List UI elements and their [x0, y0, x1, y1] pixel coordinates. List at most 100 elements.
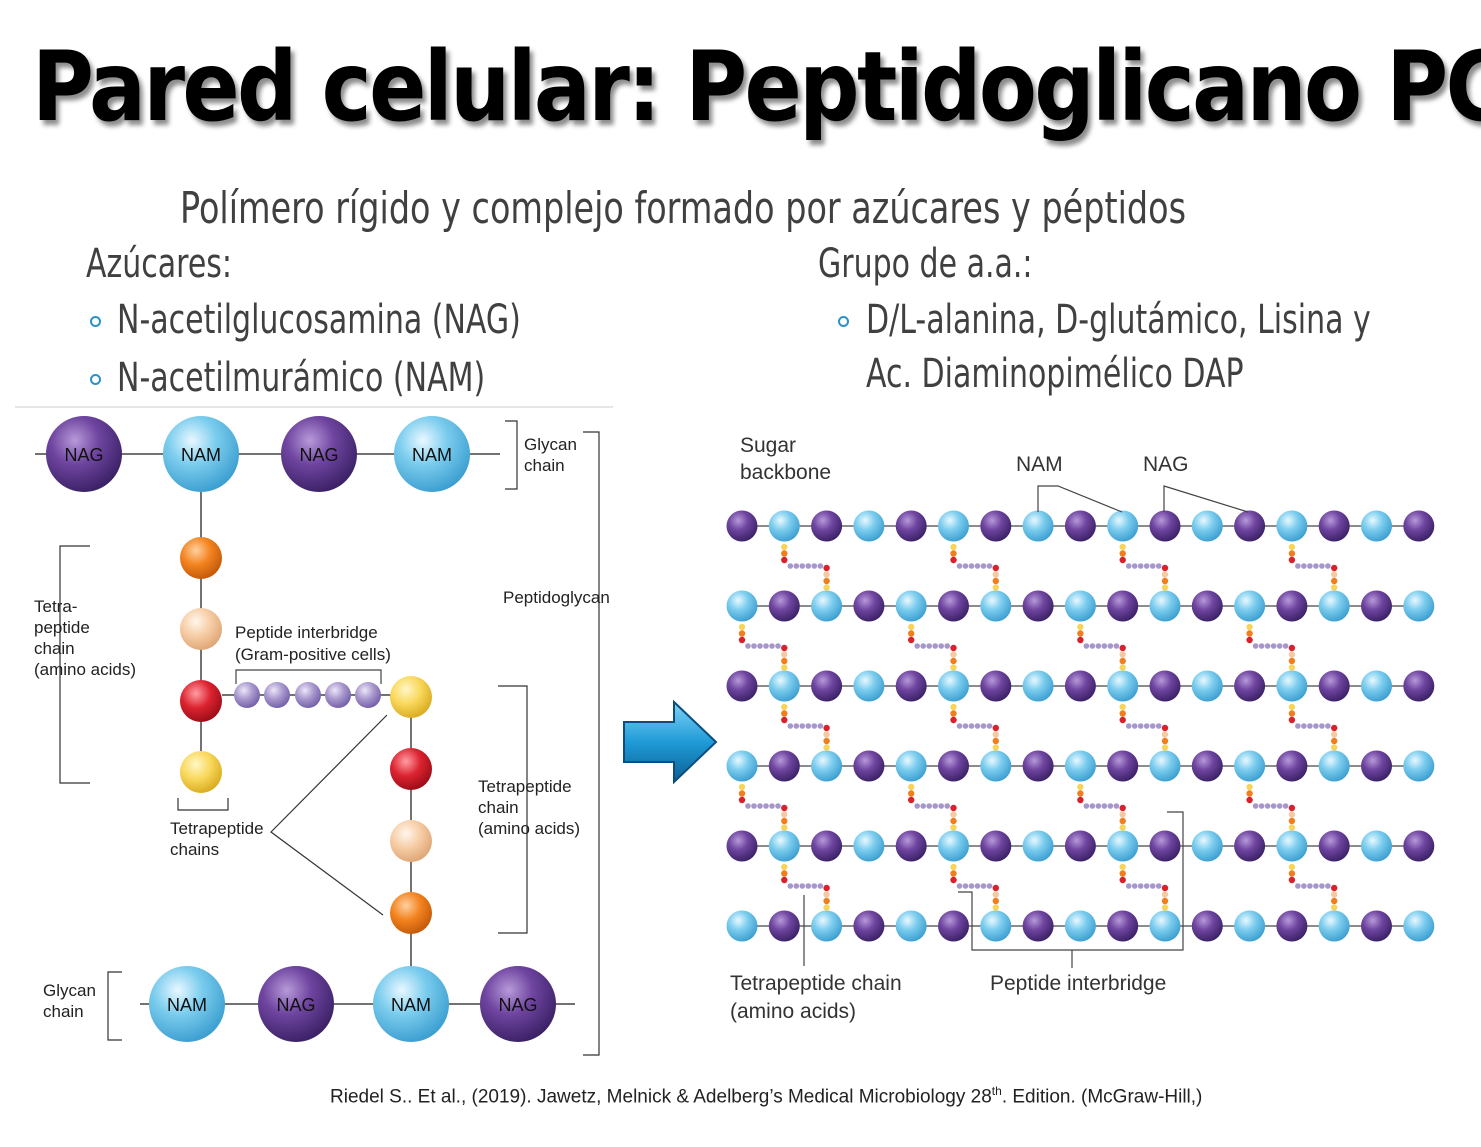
nam-sugar: [811, 750, 843, 782]
nag-sugar: [853, 910, 885, 942]
nag-sugar: [1149, 670, 1181, 702]
nag-sugar: [1064, 830, 1096, 862]
nag-sugar: [1361, 750, 1392, 782]
amino-acids-heading: Grupo de a.a.:: [818, 241, 1033, 287]
nam-sugar: [1191, 670, 1223, 702]
nam-sugar: [768, 670, 800, 702]
tetrapeptide-chain-label: (amino acids): [34, 660, 136, 679]
peptide-interbridge-label: Peptide interbridge: [990, 972, 1166, 995]
nam-sugar: [726, 910, 758, 942]
nag-sugar: [726, 670, 758, 702]
svg-text:NAM: NAM: [167, 995, 207, 1015]
nag-sugar: [1022, 590, 1054, 622]
nag-sugar: [895, 510, 927, 542]
nag-sugar: NAG: [480, 966, 556, 1042]
svg-text:NAM: NAM: [181, 445, 221, 465]
nag-sugar: [895, 670, 927, 702]
arrow-right-icon: [623, 699, 718, 785]
nag-sugar: [1234, 670, 1266, 702]
tetrapeptide-chain-label: Tetra-: [34, 597, 77, 616]
nag-sugar: [726, 830, 758, 862]
sugar-item-nam: N-acetilmurámico (NAM): [117, 355, 486, 401]
svg-text:NAG: NAG: [64, 445, 103, 465]
nag-sugar: [980, 510, 1012, 542]
nag-sugar: NAG: [258, 966, 334, 1042]
nam-sugar: [1403, 590, 1435, 622]
nag-sugar: [1361, 590, 1392, 622]
nam-sugar: [895, 750, 927, 782]
nam-sugar: [1276, 830, 1308, 862]
nag-label: NAG: [1143, 453, 1189, 476]
nag-sugar: [1191, 910, 1223, 942]
bullet-icon: [838, 316, 849, 327]
nam-sugar: [1403, 910, 1435, 942]
nag-sugar: [1064, 510, 1096, 542]
nag-sugar: [1191, 590, 1223, 622]
sugar-item-nag: N-acetilglucosamina (NAG): [117, 297, 521, 343]
nam-sugar: [1403, 750, 1435, 782]
bridge-amino-acid: [264, 682, 290, 708]
nag-sugar: [1022, 750, 1054, 782]
amino-acid: [180, 537, 222, 579]
tetrapeptide-chain-label: Tetrapeptide chain: [730, 972, 902, 995]
tetrapeptide-chains-label: chains: [170, 840, 219, 859]
nam-sugar: [980, 750, 1012, 782]
nam-sugar: NAM: [149, 966, 225, 1042]
nag-sugar: [1064, 670, 1096, 702]
nam-sugar: [726, 750, 758, 782]
nag-sugar: [980, 830, 1012, 862]
nam-sugar: [1149, 750, 1181, 782]
bridge-amino-acid: [355, 682, 381, 708]
nag-sugar: [768, 590, 800, 622]
nag-sugar: [811, 670, 843, 702]
nag-sugar: [1107, 590, 1139, 622]
slide-title: Pared celular: Peptidoglicano PG: [32, 31, 1481, 143]
nag-sugar: [1022, 910, 1054, 942]
glycan-chain-label: Glycan: [43, 981, 96, 1000]
nam-sugar: [1149, 590, 1181, 622]
nag-sugar: [938, 750, 969, 782]
nam-sugar: NAM: [373, 966, 449, 1042]
amino-acid: [390, 748, 432, 790]
nam-sugar: [811, 910, 843, 942]
nag-sugar: [726, 510, 758, 542]
nag-sugar: [1403, 670, 1435, 702]
nag-sugar: [1403, 510, 1435, 542]
nag-sugar: [1318, 670, 1350, 702]
bridge-amino-acid: [234, 682, 260, 708]
nag-sugar: [811, 510, 843, 542]
nam-sugar: [811, 590, 843, 622]
nam-sugar: [768, 830, 800, 862]
nam-sugar: [1107, 510, 1139, 542]
nam-sugar: [1318, 590, 1350, 622]
nam-sugar: [1107, 830, 1139, 862]
nag-sugar: [1318, 510, 1350, 542]
tetrapeptide-chain-label: peptide: [34, 618, 90, 637]
svg-text:NAG: NAG: [276, 995, 315, 1015]
tetrapeptide-chains-label: Tetrapeptide: [170, 819, 264, 838]
svg-text:NAM: NAM: [391, 995, 431, 1015]
nag-sugar: [980, 670, 1012, 702]
nam-sugar: [1276, 510, 1308, 542]
nam-sugar: [1107, 670, 1139, 702]
svg-text:NAG: NAG: [498, 995, 537, 1015]
nag-sugar: [938, 910, 969, 942]
nag-sugar: [938, 590, 969, 622]
bullet-icon: [90, 374, 101, 385]
bullet-icon: [90, 316, 101, 327]
nam-sugar: [1064, 910, 1096, 942]
bridge-amino-acid: [325, 682, 351, 708]
nam-sugar: [853, 510, 885, 542]
tetrapeptide-chain-label: chain: [34, 639, 75, 658]
tetrapeptide-chain-label: chain: [478, 798, 519, 817]
nam-sugar: [938, 670, 969, 702]
amino-acid: [180, 751, 222, 793]
nam-sugar: [980, 590, 1012, 622]
nam-sugar: [1064, 590, 1096, 622]
sugars-heading: Azúcares:: [86, 241, 233, 287]
svg-text:NAM: NAM: [412, 445, 452, 465]
nam-sugar: [1234, 590, 1266, 622]
nam-sugar: [1191, 830, 1223, 862]
nam-sugar: [726, 590, 758, 622]
